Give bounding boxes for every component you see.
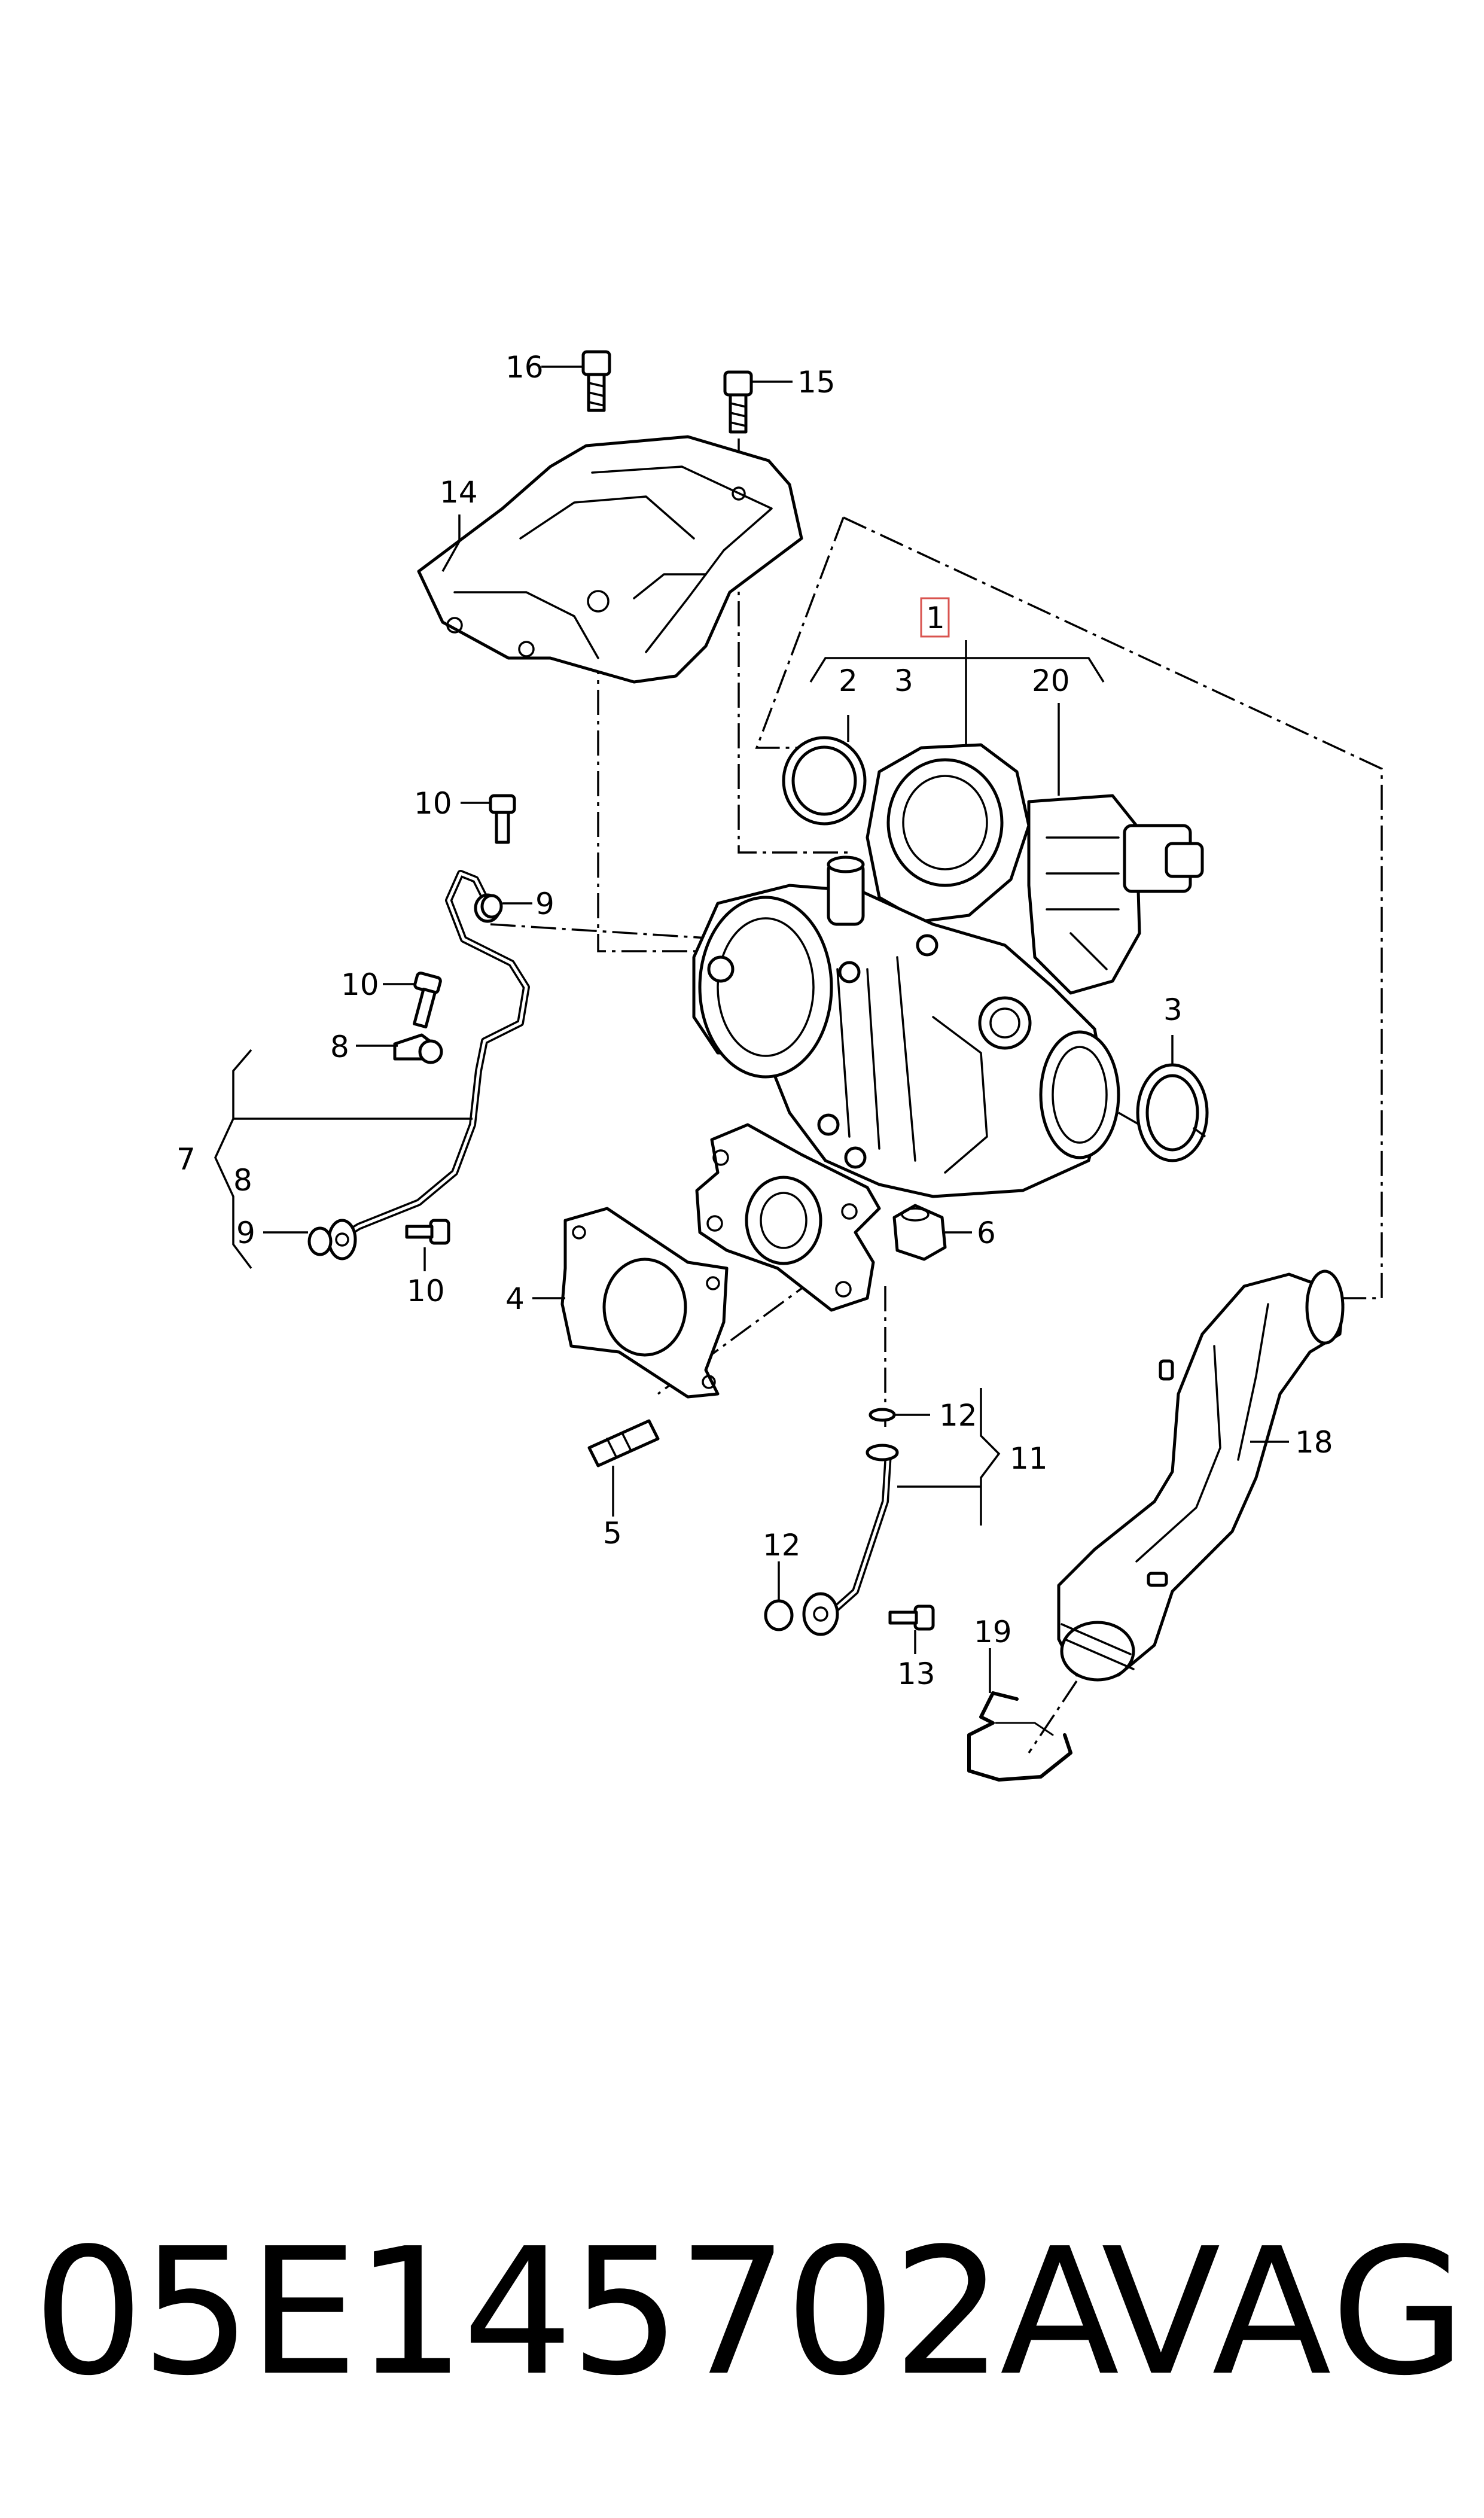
callout-19: 19 <box>974 1615 1012 1649</box>
callout-9-lower: 9 <box>236 1216 255 1250</box>
callout-3-right: 3 <box>1163 992 1183 1027</box>
callout-1-highlight <box>920 597 950 638</box>
turbocharger-body <box>692 743 1204 1198</box>
part-number: 05E145702A <box>33 2211 1119 2414</box>
callout-10-upper: 10 <box>414 786 452 821</box>
leader-lines <box>214 366 1289 1693</box>
bolt-15 <box>723 370 753 434</box>
callout-3-upper: 3 <box>894 663 913 698</box>
caption-bar: 05E145702A VAG <box>33 2213 1468 2411</box>
heat-shield <box>417 435 803 684</box>
callout-2: 2 <box>839 663 858 698</box>
washer-9-lower <box>307 1226 333 1256</box>
o-ring-3 <box>1136 1063 1209 1162</box>
flange-gasket-4 <box>560 1207 729 1399</box>
callout-18: 18 <box>1295 1425 1333 1460</box>
bolt-10-middle <box>413 972 442 1029</box>
callout-8-bracket: 8 <box>233 1163 252 1198</box>
callout-16: 16 <box>505 350 544 385</box>
gasket-ring-2 <box>782 736 867 826</box>
stud-5 <box>587 1419 660 1467</box>
callout-10-lower: 10 <box>407 1274 445 1308</box>
oil-feed-line <box>327 870 530 1260</box>
callout-1: 1 <box>926 601 945 635</box>
callout-7: 7 <box>176 1142 196 1177</box>
bolt-16 <box>581 350 611 412</box>
callout-12-lower: 12 <box>763 1528 801 1563</box>
callout-12-upper: 12 <box>939 1398 977 1433</box>
callout-9-upper: 9 <box>535 887 554 921</box>
callout-11: 11 <box>1010 1441 1048 1476</box>
callout-8: 8 <box>330 1030 349 1064</box>
callout-4: 4 <box>505 1281 525 1316</box>
charge-air-pipe-18 <box>1057 1269 1345 1682</box>
callout-10-middle: 10 <box>341 967 379 1002</box>
callout-13: 13 <box>897 1657 936 1691</box>
turbine-flange <box>695 1123 881 1312</box>
callout-labels: 1 2 3 20 3 4 5 6 7 8 8 9 9 10 10 10 11 1… <box>176 350 1333 1691</box>
bolt-13 <box>888 1604 935 1631</box>
bolt-10-lower <box>405 1219 450 1245</box>
oil-return-line <box>764 1408 899 1636</box>
callout-20: 20 <box>1032 663 1070 698</box>
callout-5: 5 <box>603 1516 622 1551</box>
nut-6 <box>892 1204 947 1261</box>
brand-name: VAG <box>1101 2211 1468 2414</box>
washer-9-upper <box>480 894 503 919</box>
bolt-10-upper <box>489 794 516 844</box>
spring-clip-19 <box>967 1691 1072 1782</box>
callout-15: 15 <box>797 365 836 400</box>
clamp-8 <box>393 1033 443 1064</box>
callout-6: 6 <box>977 1216 996 1250</box>
callout-14: 14 <box>440 475 478 510</box>
